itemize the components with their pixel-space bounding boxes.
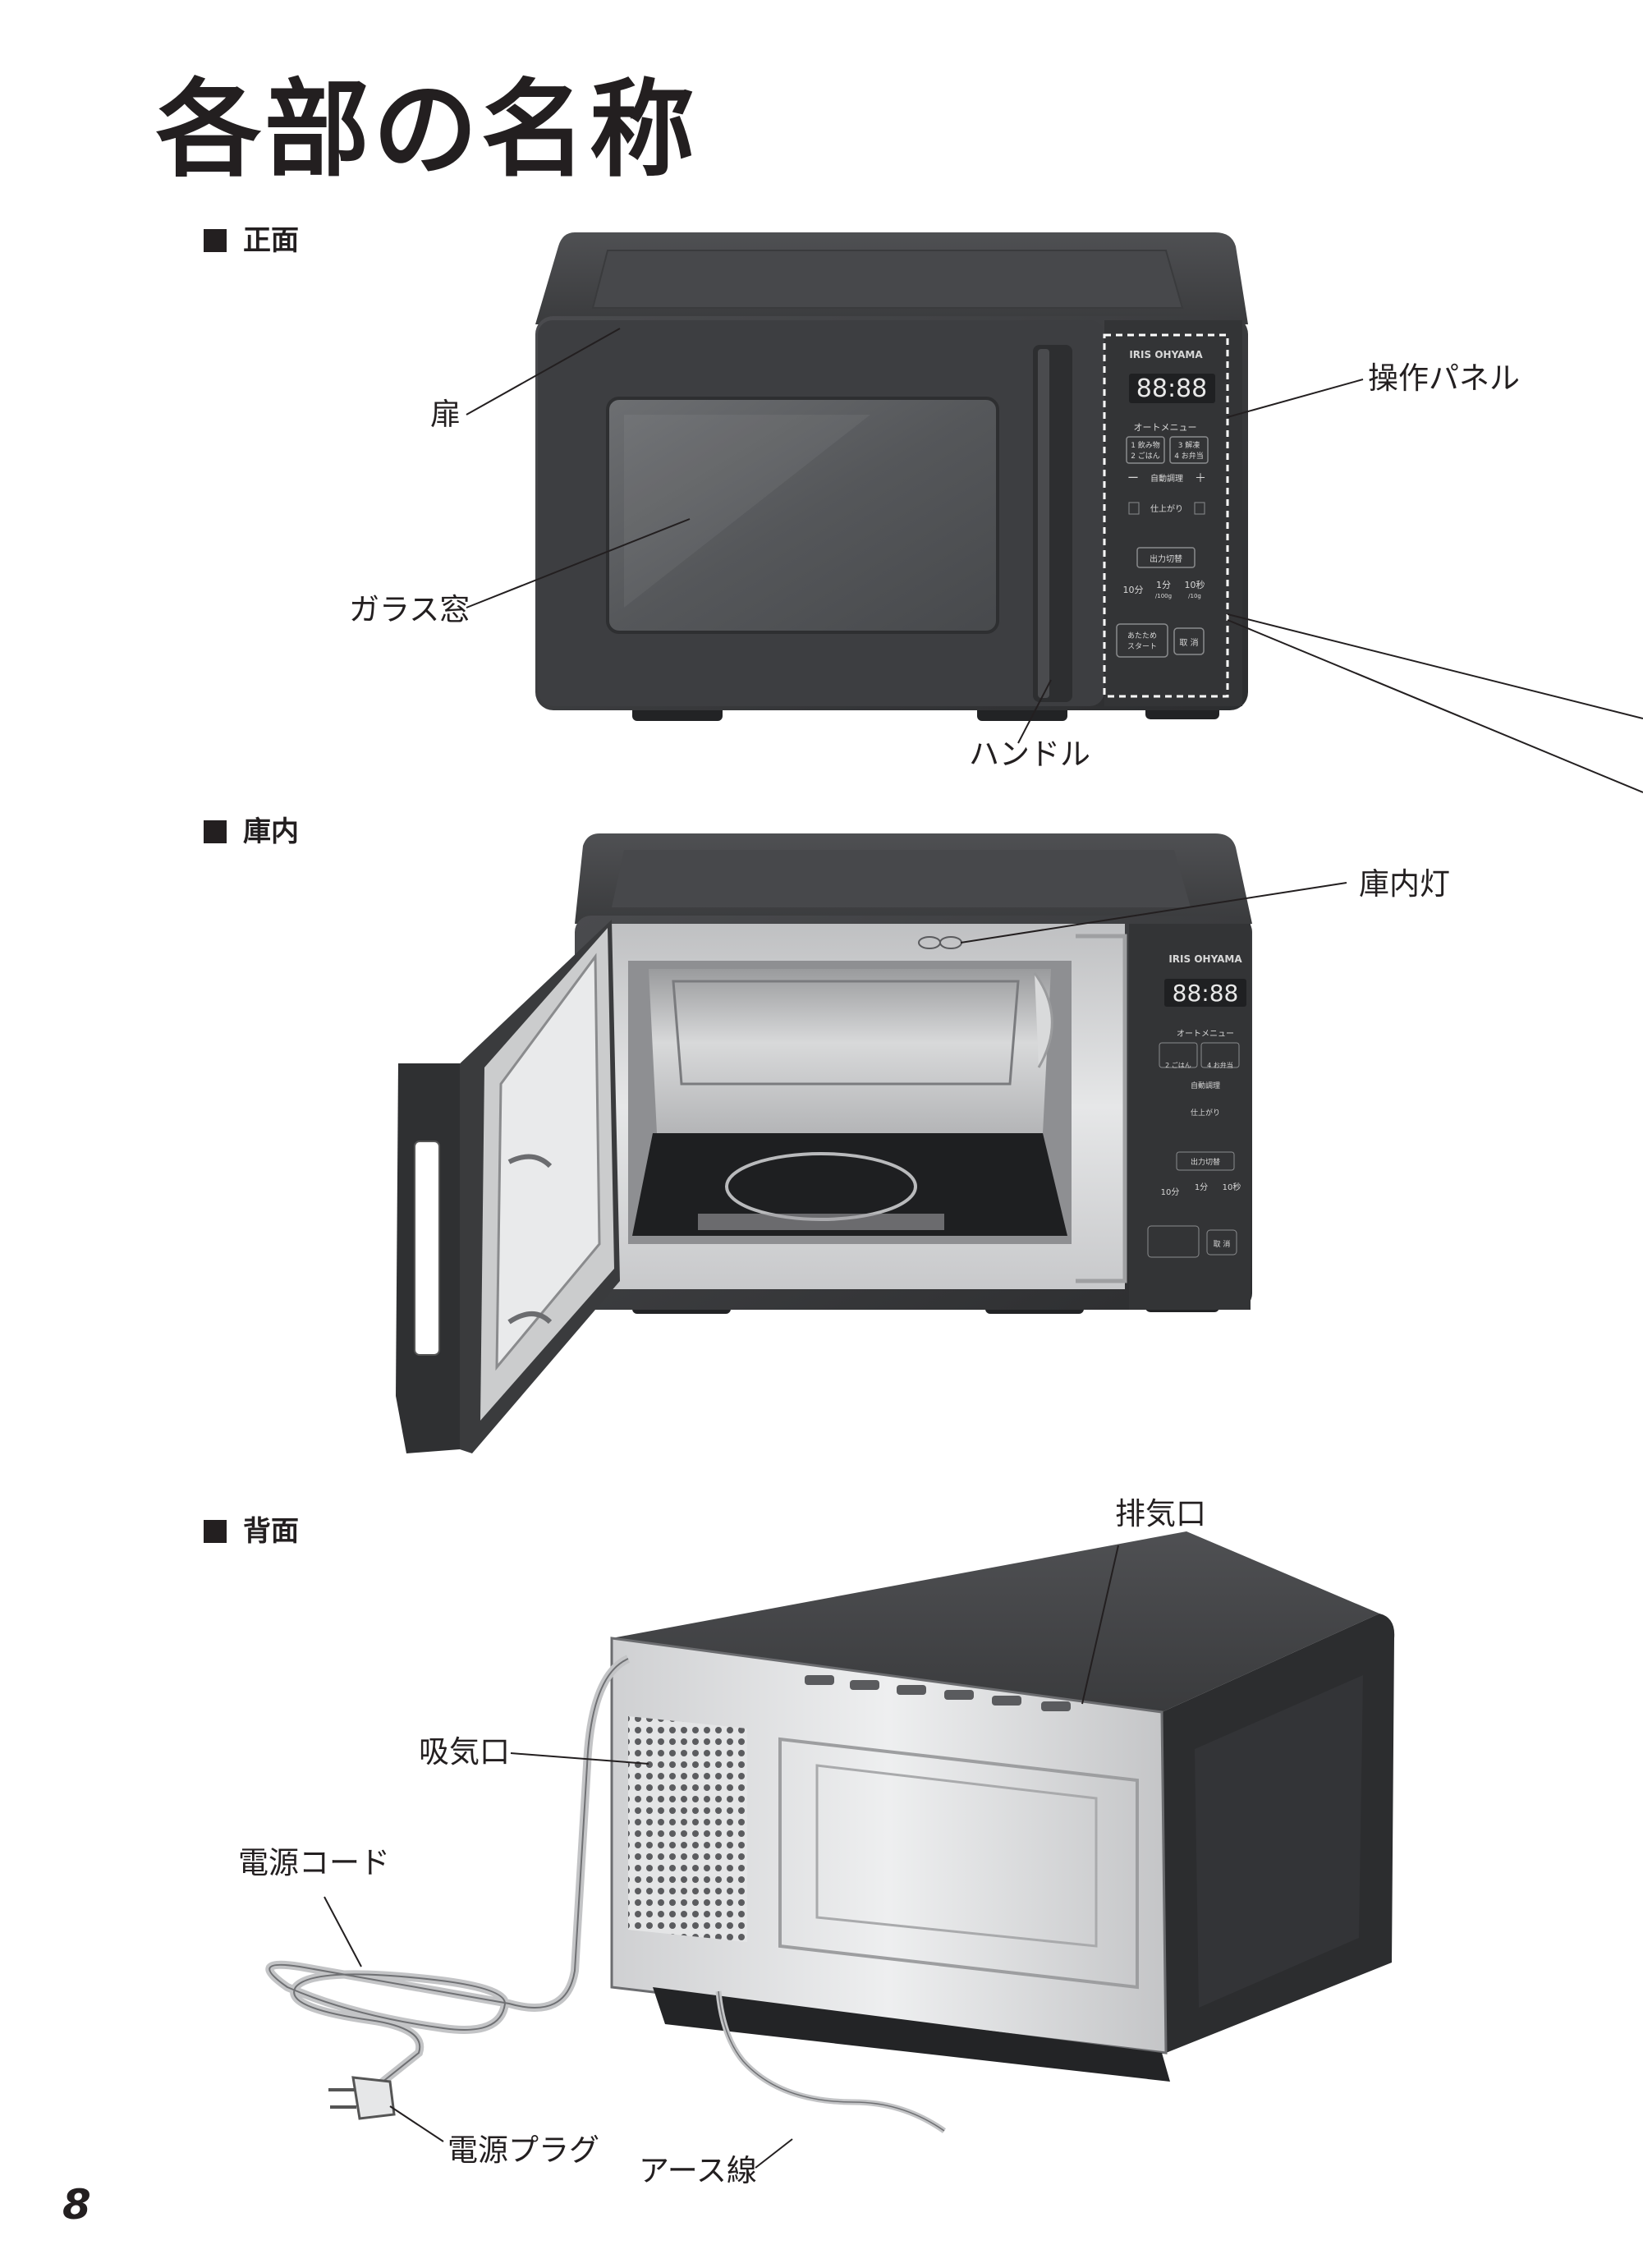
label-glass-window: ガラス窓 — [349, 592, 470, 627]
ten-sec-sub: /10g — [1188, 593, 1201, 599]
power-switch-button[interactable] — [1136, 547, 1196, 568]
menu-4-text: 4 お弁当 — [1174, 451, 1204, 461]
start-text: あたため — [1127, 631, 1157, 640]
back-leader-lines — [324, 1545, 1119, 2169]
interior-ten-min: 10分 — [1161, 1187, 1180, 1197]
cancel-button[interactable] — [1173, 627, 1205, 655]
finish-text: 仕上がり — [1150, 503, 1183, 514]
minus-button[interactable]: ー — [1127, 472, 1139, 485]
front-control-panel: IRIS OHYAMA 88:88 オートメニュー 1 飲み物 2 ごはん 3 … — [1116, 349, 1215, 658]
menu-3-text: 3 解凍 — [1178, 440, 1200, 450]
start-button[interactable] — [1116, 623, 1168, 658]
interior-auto-adjust: 自動調理 — [1191, 1081, 1220, 1090]
interior-menu-4: 4 お弁当 — [1207, 1061, 1233, 1069]
label-handle: ハンドル — [969, 737, 1090, 772]
auto-adjust-text: 自動調理 — [1150, 473, 1183, 484]
label-interior-light: 庫内灯 — [1359, 866, 1450, 902]
interior-control-panel: IRIS OHYAMA 88:88 オートメニュー 2 ごはん 4 お弁当 自動… — [1147, 953, 1246, 1258]
plus-button[interactable]: ＋ — [1195, 472, 1206, 485]
page-title: 各部の名称 — [156, 69, 699, 191]
square-bullet-icon — [204, 229, 227, 252]
panel-brand-text: IRIS OHYAMA — [1129, 349, 1203, 360]
panel-display-text: 88:88 — [1136, 374, 1207, 403]
ten-sec-button[interactable]: 10秒 — [1185, 579, 1205, 590]
section-front-label: 正面 — [243, 224, 299, 257]
one-min-sub: /100g — [1155, 593, 1172, 599]
front-microwave — [535, 232, 1248, 721]
section-heading-interior: 庫内 — [204, 818, 299, 846]
interior-ten-sec: 10秒 — [1223, 1182, 1241, 1192]
interior-menu-2: 2 ごはん — [1165, 1061, 1191, 1069]
section-interior-label: 庫内 — [243, 815, 299, 848]
power-switch-text: 出力切替 — [1150, 553, 1182, 564]
interior-power-switch: 出力切替 — [1191, 1157, 1220, 1167]
interior-microwave — [396, 833, 1252, 1453]
ten-min-button[interactable]: 10分 — [1123, 585, 1144, 595]
finish-weak-icon[interactable] — [1128, 502, 1140, 515]
interior-display-text: 88:88 — [1173, 980, 1239, 1007]
label-control-panel: 操作パネル — [1368, 360, 1520, 396]
front-leader-lines — [466, 328, 1643, 793]
label-intake-vent: 吸気口 — [419, 1734, 510, 1770]
label-power-cord: 電源コード — [238, 1845, 390, 1880]
label-door: 扉 — [430, 397, 461, 432]
menu-button-1-2[interactable] — [1126, 436, 1165, 464]
interior-brand-text: IRIS OHYAMA — [1168, 953, 1242, 965]
square-bullet-icon — [204, 820, 227, 843]
square-bullet-icon — [204, 1520, 227, 1543]
label-power-plug: 電源プラグ — [447, 2133, 599, 2168]
interior-one-min: 1分 — [1195, 1182, 1208, 1192]
page-number: 8 — [62, 2181, 91, 2229]
label-earth-wire: アース線 — [639, 2153, 757, 2188]
label-exhaust-vent: 排気口 — [1115, 1496, 1206, 1531]
menu-2-text: 2 ごはん — [1131, 451, 1160, 461]
interior-finish: 仕上がり — [1191, 1108, 1220, 1118]
section-heading-back: 背面 — [204, 1517, 299, 1545]
interior-leader-lines — [960, 882, 1347, 943]
one-min-button[interactable]: 1分 — [1156, 580, 1171, 590]
start-text-2: スタート — [1127, 642, 1157, 651]
menu-button-3-4[interactable] — [1169, 436, 1209, 464]
section-back-label: 背面 — [243, 1515, 299, 1548]
finish-strong-icon[interactable] — [1194, 502, 1205, 515]
panel-auto-menu: オートメニュー — [1134, 422, 1197, 433]
menu-1-text: 1 飲み物 — [1131, 440, 1160, 450]
cancel-text: 取 消 — [1179, 637, 1198, 648]
panel-display — [1129, 374, 1215, 403]
section-heading-front: 正面 — [204, 227, 299, 255]
interior-cancel: 取 消 — [1214, 1239, 1231, 1249]
back-microwave — [265, 1531, 1395, 2133]
interior-auto-menu: オートメニュー — [1177, 1029, 1234, 1039]
